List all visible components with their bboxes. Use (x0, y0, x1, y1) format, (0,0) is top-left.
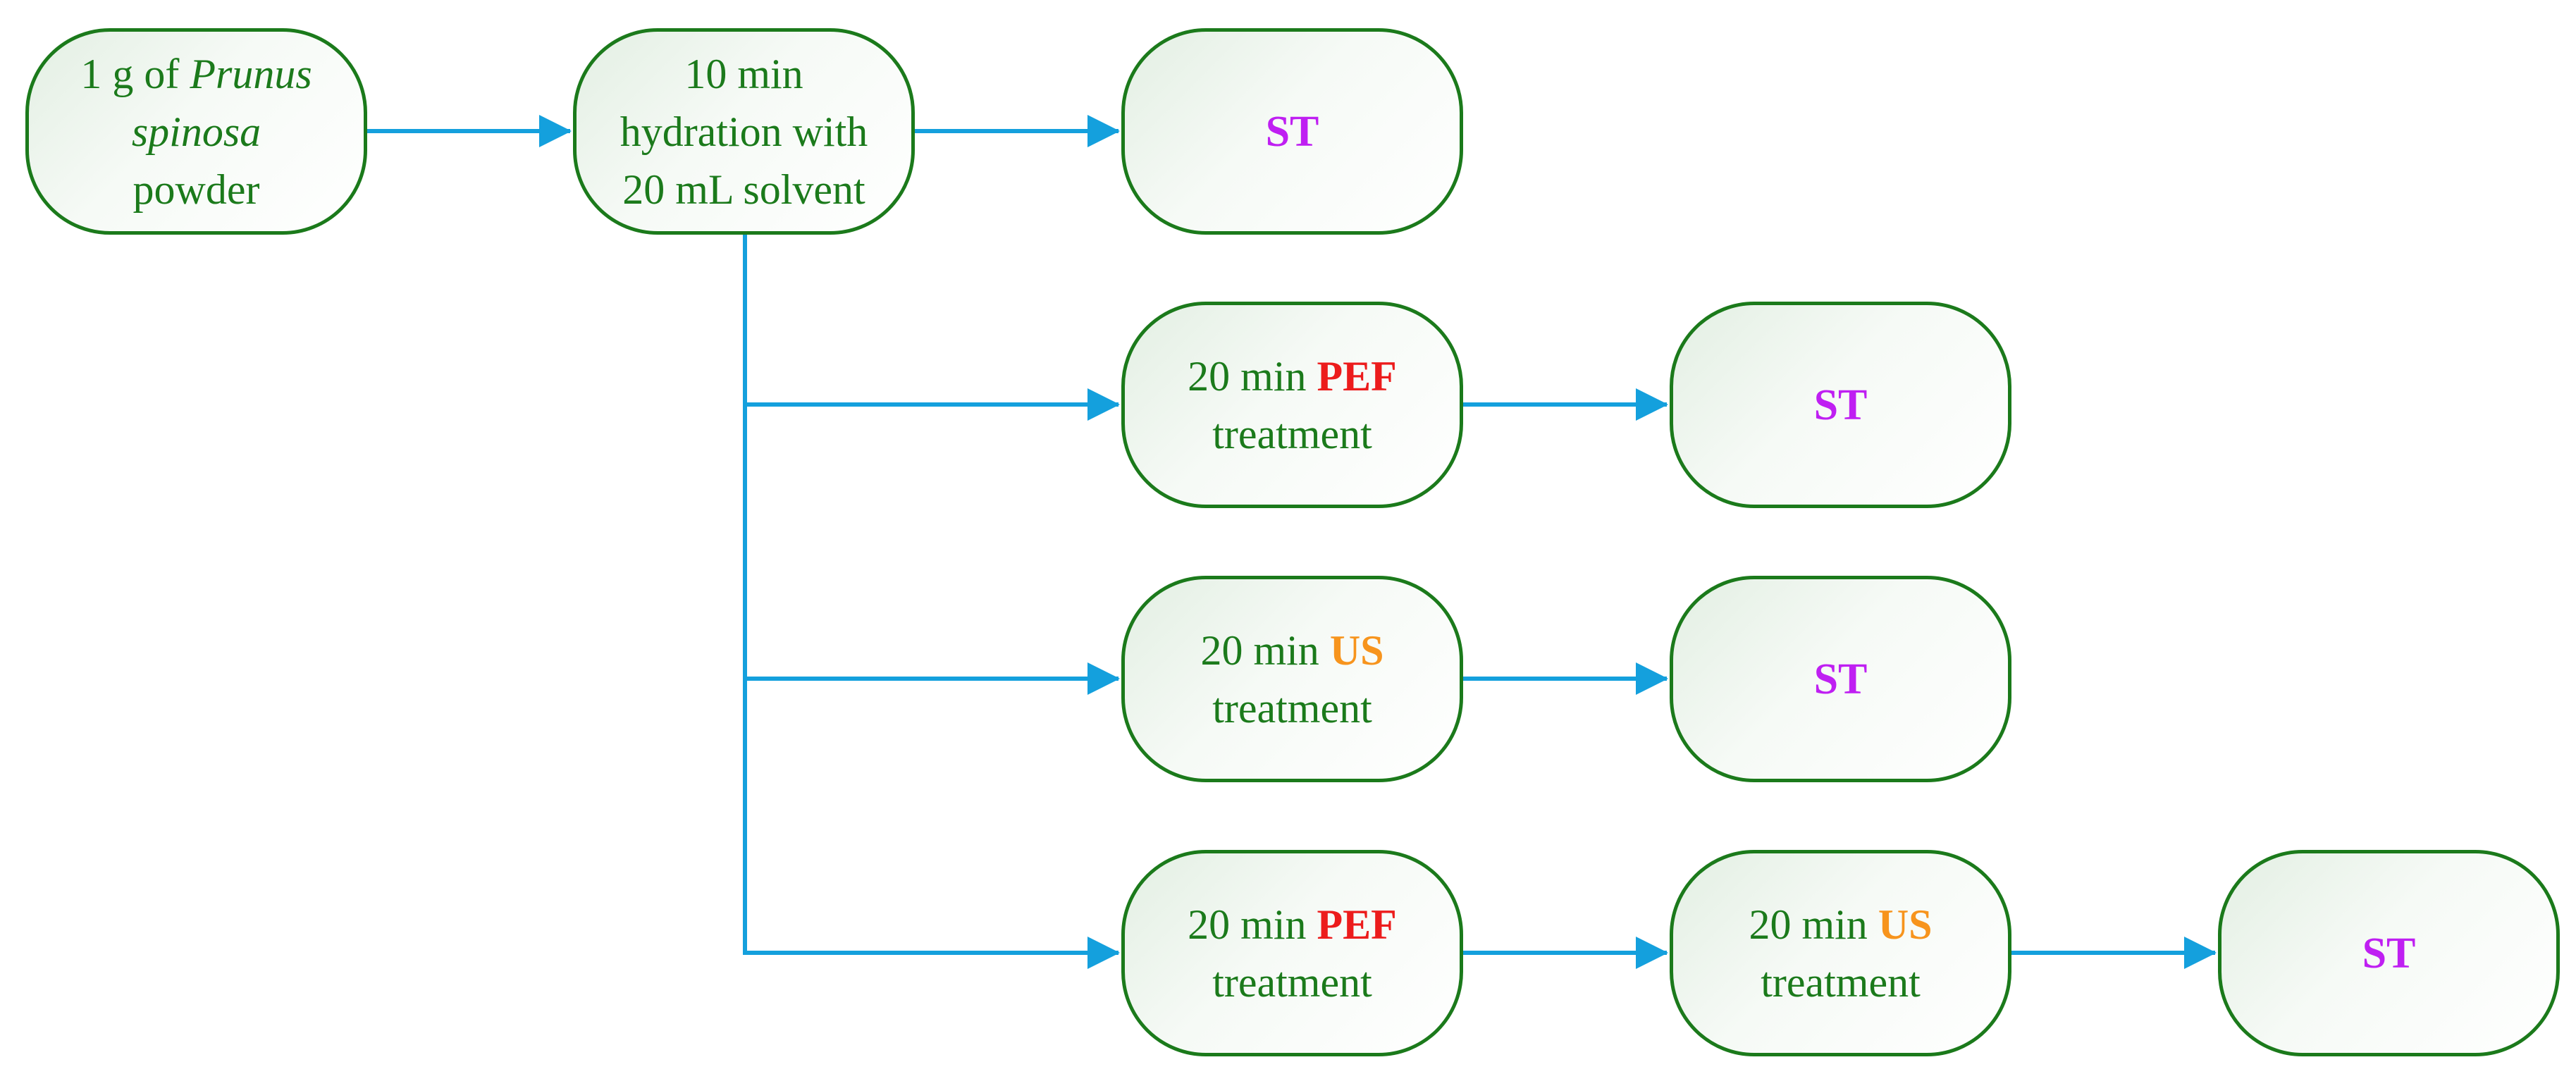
pef-combined-line-1: 20 min PEF (1188, 896, 1397, 953)
st-after-us-node: ST (1670, 576, 2011, 782)
powder-node: 1 g of Prunus spinosa powder (25, 28, 367, 235)
pef-combined-method: PEF (1317, 901, 1397, 948)
us-treatment-line-1: 20 min US (1200, 622, 1383, 679)
species-genus: Prunus (190, 50, 312, 97)
us-combined-line-1: 20 min US (1749, 896, 1932, 953)
powder-prefix: 1 g of (80, 50, 190, 97)
us-combined-node: 20 min US treatment (1670, 850, 2011, 1056)
us-time: 20 min (1200, 626, 1330, 674)
powder-suffix: powder (133, 166, 260, 213)
pef-time: 20 min (1188, 352, 1317, 400)
us-combined-time: 20 min (1749, 901, 1878, 948)
hydration-time: 10 min (684, 50, 803, 97)
pef-combined-node: 20 min PEF treatment (1121, 850, 1463, 1056)
hydration-node: 10 min hydration with 20 mL solvent (573, 28, 915, 235)
us-treatment-word: treatment (1212, 684, 1372, 732)
us-treatment-node: 20 min US treatment (1121, 576, 1463, 782)
st-after-pef-node: ST (1670, 302, 2011, 508)
pef-combined-word: treatment (1212, 958, 1372, 1006)
pef-treatment-line-1: 20 min PEF (1188, 347, 1397, 405)
st-direct-node: ST (1121, 28, 1463, 235)
pef-combined-time: 20 min (1188, 901, 1317, 948)
species-epithet: spinosa (131, 108, 261, 155)
hydration-text: hydration with (620, 108, 868, 155)
st-combined-node: ST (2218, 850, 2560, 1056)
st-after-us-label: ST (1813, 655, 1868, 703)
pef-treatment-word: treatment (1212, 410, 1372, 457)
us-combined-method: US (1878, 901, 1933, 948)
powder-line-1: 1 g of Prunus (80, 45, 312, 103)
hydration-solvent: 20 mL solvent (622, 166, 865, 213)
st-direct-label: ST (1265, 107, 1319, 156)
st-after-pef-label: ST (1813, 381, 1868, 429)
st-combined-label: ST (2362, 929, 2416, 977)
pef-method: PEF (1317, 352, 1397, 400)
pef-treatment-node: 20 min PEF treatment (1121, 302, 1463, 508)
us-combined-word: treatment (1761, 958, 1921, 1006)
us-method: US (1329, 626, 1384, 674)
